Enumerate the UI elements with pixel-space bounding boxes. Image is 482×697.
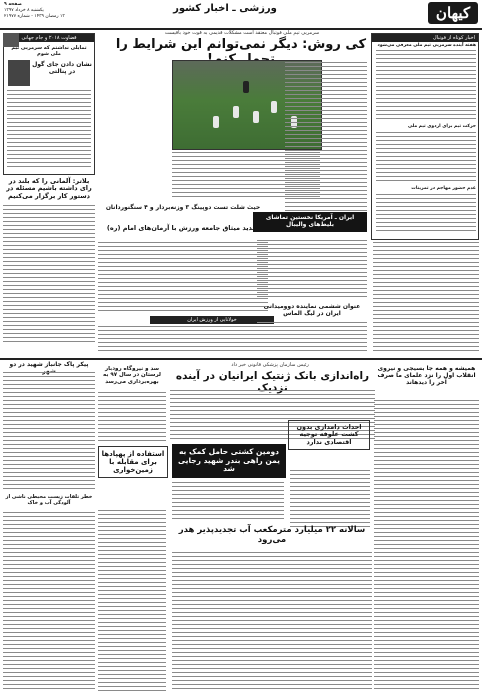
basij-text [374, 400, 479, 692]
left-feature-box: قضاوت ۲۰۱۸ و جام جهانی تمایلی نداشتم که … [3, 33, 95, 175]
left-icon-square [3, 33, 19, 47]
left-headline-3: بلاتر: آلمانی را که بلند در رای داشته با… [6, 177, 92, 200]
player-figure [233, 106, 239, 118]
bottom-kicker: رئیس سازمان پزشکی قانونی خبر داد [231, 362, 309, 368]
masthead: کیهان ورزشی ـ اخبار کشور صفحه ۹ یکشنبه ۸… [0, 0, 482, 30]
player-figure [271, 101, 277, 113]
section-divider [0, 358, 482, 360]
left-box-text [7, 90, 91, 170]
player-figure [253, 111, 259, 123]
short-news-item-2: حرکت تیم برای اردوی تیم ملی [407, 124, 476, 129]
player-figure [213, 116, 219, 128]
volley-headline: ایران ـ آمریکا نخستین تماشای بلیط‌های وا… [253, 212, 367, 232]
section-title: ورزشی ـ اخبار کشور [173, 3, 277, 14]
main-story-text-2 [172, 152, 320, 200]
short-news-item-1: هفته آینده سرمربی تیم ملی معرفی می‌شود [377, 43, 476, 48]
pool-headline: حیث شلت تست دوپینگ ۳ وزنه‌بردار و ۴ سنگن… [105, 204, 261, 211]
athletics-headline: عنوان ششمی نماینده دوومیدانی ایران در لی… [263, 303, 361, 317]
newspaper-logo: کیهان [428, 2, 478, 24]
drones-text [98, 510, 166, 692]
water-text [172, 552, 372, 692]
short-news-box: اخبار کوتاه از فوتبال هفته آینده سرمربی … [371, 33, 479, 240]
short-news-body-2 [376, 132, 476, 182]
center-box-bar: خولانایی از ورزش ایران [150, 316, 274, 324]
left-column-text [3, 205, 95, 345]
volley-text [257, 240, 367, 300]
athletics-text [257, 322, 367, 354]
dam-text [98, 392, 166, 442]
right-column-text [373, 242, 479, 352]
main-kicker: سرمربی تیم ملی فوتبال معتقد است مشکلات ق… [164, 30, 320, 36]
date-line-2: ۱۳ رمضان ۱۴۳۹ - شماره ۲۱۹۷۷ [4, 14, 65, 19]
yemen-aid-headline: دومین کشتی حامل کمک به یمن راهی بندر شهی… [172, 444, 286, 478]
author-portrait [8, 60, 30, 86]
center-text [98, 242, 268, 312]
left-headline-2: نشان دادن جای گول در پنالتی [32, 61, 92, 75]
short-news-title: اخبار کوتاه از فوتبال [372, 34, 478, 42]
bottom-left-text [3, 372, 95, 492]
water-headline: سالانه ۲۲ میلیارد مترمکعب آب تجدیدپذیر ه… [178, 525, 366, 545]
basij-headline: همیشه و همه جا بسیجی و نیروی انقلاب اول … [377, 365, 476, 386]
dam-headline: سد و نیروگاه رودبار لرستان در سال ۹۷ به … [103, 366, 161, 385]
genetic-bank-text [170, 390, 375, 442]
bottom-left-headline: پیکر پاک جانباز شهید در دو شهر [9, 361, 89, 375]
bottom-left-text-2 [3, 512, 95, 692]
short-news-body-3 [376, 194, 476, 234]
left-headline-1: تمایلی نداشتم که سرمربی تیم ملی شوم [11, 45, 87, 57]
player-figure [243, 81, 249, 93]
drones-headline: استفاده از پهپادها برای مقابله با زمین‌خ… [98, 446, 168, 479]
livestock-headline: احداث دامداری بدون کشت علوفه توجیه اقتصا… [288, 420, 370, 451]
page-number: صفحه ۹ [4, 2, 22, 7]
date-line-1: یکشنبه ۸ خرداد ۱۳۹۷ [4, 8, 44, 13]
center-text-2 [98, 326, 268, 354]
short-news-item-3: عدم حضور مهاجم در تمرینات [411, 186, 476, 191]
ecology-headline: خطر تلفات زیست محیطی ناشی از آلودگی آب و… [5, 494, 93, 506]
date-block: صفحه ۹ یکشنبه ۸ خرداد ۱۳۹۷ ۱۳ رمضان ۱۴۳۹… [4, 2, 104, 20]
left-section-title: قضاوت ۲۰۱۸ و جام جهانی [4, 34, 94, 42]
yemen-aid-text [172, 482, 284, 522]
livestock-text [290, 470, 370, 530]
renew-headline: تمدید میثاق جامعه ورزش با آرمان‌های امام… [106, 224, 260, 232]
short-news-body-1 [376, 50, 476, 120]
